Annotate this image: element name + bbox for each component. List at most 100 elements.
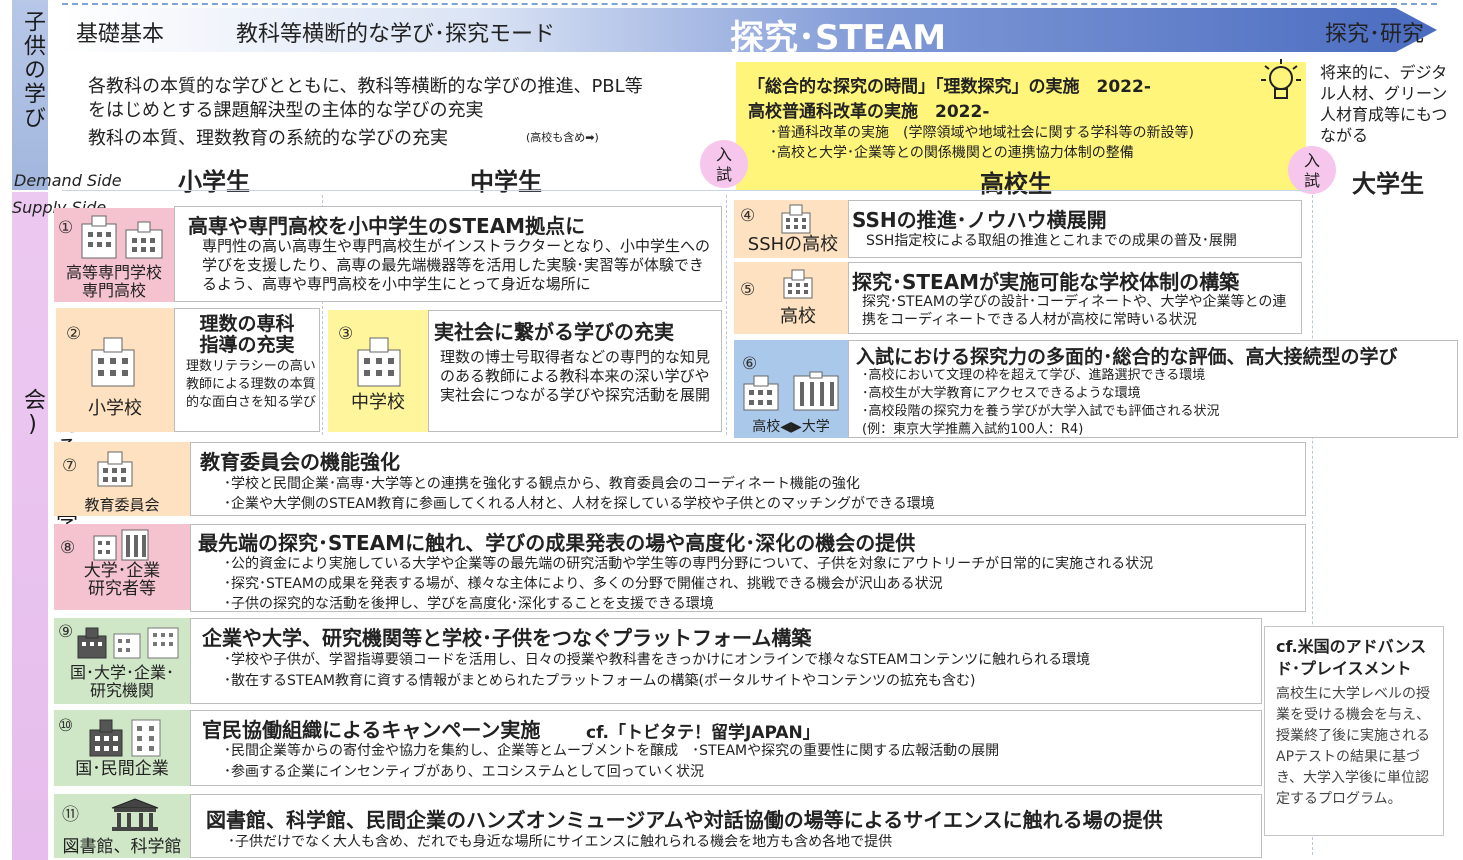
list-item: ･学校や子供が、学習指導要領コードを活用し、日々の授業や教科書をきっかけにオンラ… bbox=[224, 652, 1091, 668]
school-icon bbox=[96, 450, 134, 492]
item5-label: 高校 bbox=[780, 306, 816, 327]
item9-box bbox=[190, 618, 1262, 704]
list-item: ･子供だけでなく大人も含め、だれでも身近な場所にサイエンスに触れられる機会を地方… bbox=[228, 834, 893, 850]
banner-top-line bbox=[62, 3, 1437, 5]
list-item: ･公的資金により実施している大学や企業等の最先端の研究活動や学生等の専門分野につ… bbox=[224, 556, 1154, 572]
list-item: ･参画する企業にインセンティブがあり、エコシステムとして回っていく状況 bbox=[224, 764, 705, 780]
list-item: ･高校段階の探究力を養う学びが大学入試でも評価される状況 bbox=[862, 404, 1220, 419]
item2-number: ② bbox=[66, 324, 82, 344]
item4-title: SSHの推進･ノウハウ横展開 bbox=[852, 208, 1107, 232]
school-university-icon bbox=[742, 371, 842, 416]
item4-body: SSH指定校による取組の推進とこれまでの成果の普及･展開 bbox=[866, 233, 1237, 249]
government-building-icon bbox=[88, 718, 164, 762]
university-icon bbox=[92, 528, 152, 566]
highlight-bullet1: ･普通科改革の実施 (学際領域や地域社会に関する学科等の新設等) bbox=[770, 125, 1194, 141]
item1-label: 高等専門学校 専門高校 bbox=[65, 263, 162, 300]
list-item: ･学校と民間企業･高専･大学等との連携を強化する観点から、教育委員会のコーディネ… bbox=[224, 476, 860, 492]
item2-box bbox=[174, 308, 320, 432]
item8-bullets: ･公的資金により実施している大学や企業等の最先端の研究活動や学生等の専門分野につ… bbox=[224, 554, 1153, 614]
library-icon bbox=[110, 798, 160, 836]
item6-title: 入試における探究力の多面的･総合的な評価、高大接続型の学び bbox=[856, 346, 1398, 368]
item5-body: 探究･STEAMの学びの設計･コーディネートや、大学や企業等との連携をコーディネ… bbox=[862, 294, 1287, 328]
list-item: ･探究･STEAMの成果を発表する場が、様々な主体により、多くの分野で開催され、… bbox=[224, 576, 943, 592]
highlight-bullet2: ･高校と大学･企業等との関係機関との連携協力体制の整備 bbox=[770, 145, 1134, 161]
highlight-box bbox=[736, 62, 1306, 190]
item11-label: 図書館、科学館 bbox=[62, 837, 182, 857]
item3-box bbox=[428, 310, 722, 432]
list-item: (例：東京大学推薦入試約100人：R4) bbox=[862, 422, 1084, 437]
highlight-line1: 「総合的な探究の時間」「理数探究」の実施 2022- bbox=[748, 77, 1151, 97]
learning-side-bar bbox=[12, 0, 48, 190]
intro-line3: 教科の本質、理数教育の系統的な学びの充実 bbox=[88, 128, 448, 149]
item3-number: ③ bbox=[338, 324, 354, 344]
item1-number: ① bbox=[58, 218, 74, 238]
learning-side-label: 子供の学び bbox=[20, 10, 45, 130]
list-item: ･企業や大学側のSTEAM教育に参画してくれる人材と、人材を探している学校や子供… bbox=[224, 496, 935, 512]
list-item: ･高校生が大学教育にアクセスできるような環境 bbox=[862, 386, 1141, 401]
item7-label: 教育委員会 bbox=[84, 496, 160, 514]
item7-bullets: ･学校と民間企業･高専･大学等との連携を強化する観点から、教育委員会のコーディネ… bbox=[224, 474, 935, 514]
school-icon bbox=[780, 203, 812, 239]
item3-label: 中学校 bbox=[351, 392, 405, 413]
item11-bullets: ･子供だけでなく大人も含め、だれでも身近な場所にサイエンスに触れられる機会を地方… bbox=[228, 832, 892, 852]
item10-title: 官民協働組織によるキャンペーン実施 bbox=[202, 718, 541, 742]
banner-center: 探究･STEAM bbox=[730, 18, 947, 58]
item10-label: 国･民間企業 bbox=[75, 759, 169, 779]
stage-elementary: 小学生 bbox=[178, 168, 250, 196]
item8-title: 最先端の探究･STEAMに触れ、学びの成果発表の場や高度化･深化の機会の提供 bbox=[198, 531, 916, 555]
school-icon bbox=[782, 268, 814, 304]
separator-3 bbox=[1312, 195, 1313, 855]
exam-circle-univ bbox=[1288, 146, 1336, 194]
item5-box bbox=[848, 262, 1302, 334]
separator-2 bbox=[726, 195, 727, 435]
item10-bullets: ･民間企業等からの寄付金や協力を集約し、企業等とムーブメントを醸成 ･STEAM… bbox=[224, 741, 999, 783]
item1-box bbox=[174, 206, 722, 302]
item3-body: 理数の博士号取得者などの専門的な知見のある教師による教科本来の深い学びや実社会に… bbox=[440, 348, 711, 404]
item3-title: 実社会に繋がる学びの充実 bbox=[434, 320, 674, 344]
separator-1 bbox=[322, 195, 323, 435]
item11-title: 図書館、科学館、民間企業のハンズオンミュージアムや対話協働の場等によるサイエンス… bbox=[206, 808, 1163, 832]
item1-body: 専門性の高い高専生や専門高校生がインストラクターとなり、小中学生への学びを支援し… bbox=[202, 237, 711, 293]
stage-high: 高校生 bbox=[980, 170, 1052, 198]
item10-number: ⑩ bbox=[58, 716, 74, 736]
exam-label-high: 入試 bbox=[715, 145, 732, 184]
item2-label: 小学校 bbox=[88, 398, 142, 419]
item7-number: ⑦ bbox=[62, 456, 78, 476]
stage-middle: 中学生 bbox=[470, 168, 542, 196]
progression-banner bbox=[62, 8, 1437, 52]
intro-line2: をはじめとする課題解決型の主体的な学びの充実 bbox=[88, 100, 484, 121]
ap-body: 高校生に大学レベルの授業を受ける機会を与え、授業終了後に実施されるAPテストの結… bbox=[1276, 686, 1430, 807]
item8-label: 大学･企業 研究者等 bbox=[83, 561, 161, 599]
banner-right: 探究･研究 bbox=[1325, 22, 1425, 47]
item6-box bbox=[848, 340, 1458, 438]
item7-box bbox=[190, 442, 1306, 516]
item6-number: ⑥ bbox=[742, 354, 758, 374]
stage-university: 大学生 bbox=[1352, 170, 1424, 198]
item2-title: 理数の専科 指導の充実 bbox=[199, 313, 295, 356]
item4-number: ④ bbox=[740, 206, 756, 226]
item11-box bbox=[190, 794, 1262, 858]
item9-bullets: ･学校や子供が、学習指導要領コードを活用し、日々の授業や教科書をきっかけにオンラ… bbox=[224, 650, 1090, 692]
item10-title-note: cf.「トビタテ！留学JAPAN」 bbox=[586, 723, 820, 743]
item11-number: ⑪ bbox=[62, 805, 79, 825]
item9-number: ⑨ bbox=[58, 622, 74, 642]
ap-box bbox=[1264, 626, 1444, 836]
item1-title: 高専や専門高校を小中学生のSTEAM拠点に bbox=[188, 214, 586, 238]
list-item: ･高校において文理の枠を超えて学び、進路選択できる環境 bbox=[862, 368, 1206, 383]
banner-left2: 教科等横断的な学び･探究モード bbox=[236, 22, 556, 47]
support-side-bar bbox=[12, 192, 48, 860]
demand-side-label: Demand Side bbox=[14, 171, 122, 190]
item5-number: ⑤ bbox=[740, 280, 756, 300]
item6-bullets: ･高校において文理の枠を超えて学び、進路選択できる環境 ･高校生が大学教育にアク… bbox=[862, 367, 1220, 439]
stage-divider bbox=[62, 190, 1312, 191]
item2-body: 理数リテラシーの高い教師による理数の本質的な面白さを知る学び bbox=[186, 359, 317, 410]
highlight-line2: 高校普通科改革の実施 2022- bbox=[748, 102, 990, 122]
item7-title: 教育委員会の機能強化 bbox=[200, 450, 400, 474]
school-icon bbox=[356, 336, 402, 392]
item8-number: ⑧ bbox=[60, 538, 76, 558]
list-item: ･民間企業等からの寄付金や協力を集約し、企業等とムーブメントを醸成 ･STEAM… bbox=[224, 743, 1000, 759]
list-item: ･散在するSTEAM教育に資する情報がまとめられたプラットフォームの構築(ポータ… bbox=[224, 673, 976, 689]
ap-title: cf.米国のアドバンスド･プレイスメント bbox=[1276, 637, 1427, 678]
school-icon bbox=[90, 336, 136, 392]
item8-box bbox=[190, 524, 1306, 612]
